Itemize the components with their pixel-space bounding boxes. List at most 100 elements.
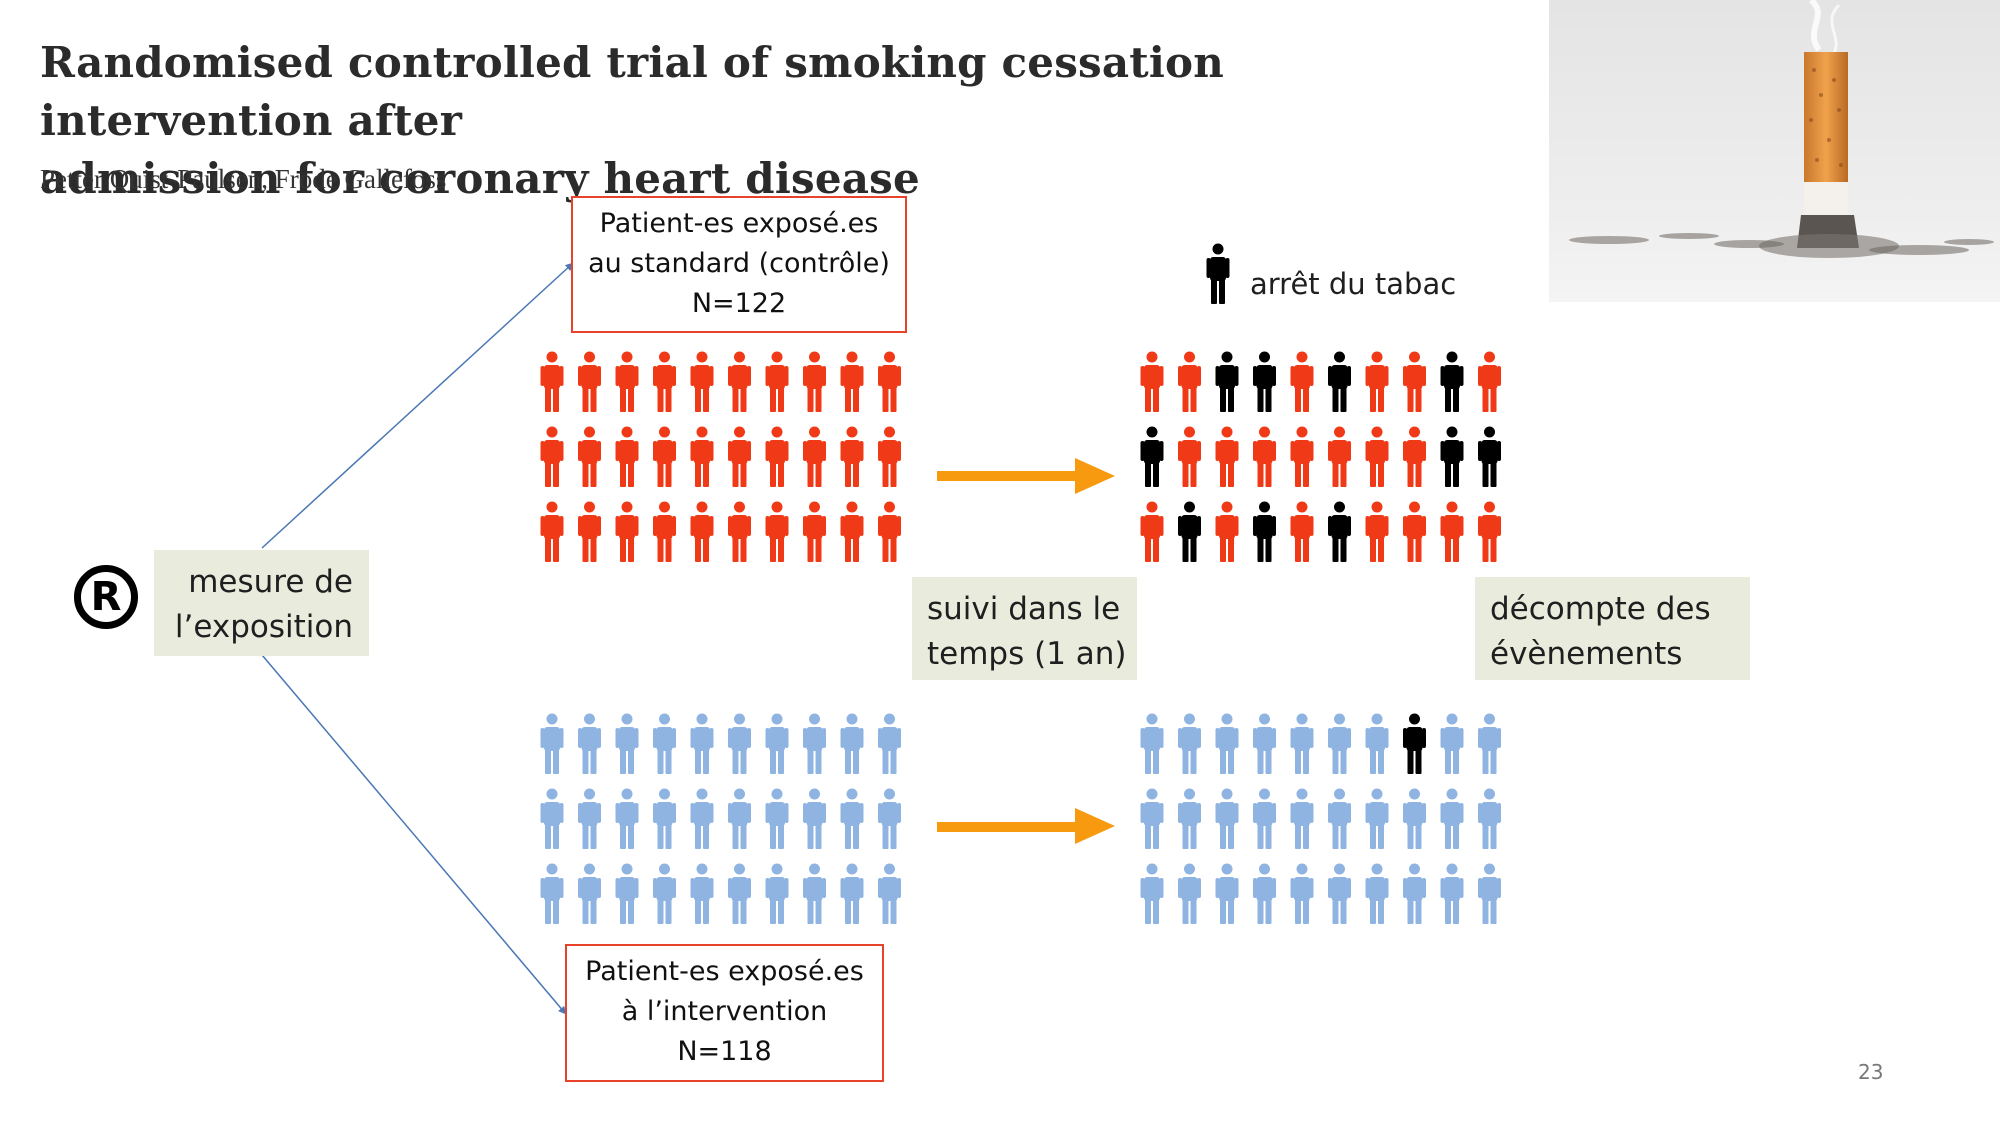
person-icon-intervention [653,863,676,924]
person-icon-control [1290,351,1314,412]
person-icon-control [690,351,714,412]
person-icon-quit [1328,501,1351,562]
grid-control-after [1140,351,1501,562]
person-icon-control [765,351,789,412]
person-icon-control [540,501,564,562]
person-icon-control [803,501,826,562]
person-icon-intervention [765,863,789,924]
person-icon-control [1365,351,1389,412]
person-icon-quit [1140,426,1164,487]
person-icon-control [1215,426,1239,487]
person-icon-intervention [690,713,714,774]
title-line-1: Randomised controlled trial of smoking c… [40,38,1225,145]
person-icon-intervention [1140,863,1164,924]
grid-intervention-after [1140,713,1501,924]
person-icon-intervention [803,863,826,924]
followup-label: suivi dans le temps (1 an) [912,577,1137,680]
person-icon-intervention [1215,863,1239,924]
person-icon-control [1403,426,1426,487]
followup-line-2: temps (1 an) [927,636,1127,672]
person-icon-intervention [540,863,564,924]
person-icon-control [1178,351,1201,412]
person-icon-intervention [878,713,901,774]
person-icon-intervention [1290,713,1314,774]
person-icon-intervention [728,788,751,849]
followup-arrow-control [937,458,1115,494]
person-icon-intervention [1478,788,1501,849]
person-icon-control [615,426,639,487]
person-icon-intervention [1178,788,1201,849]
person-icon-control [878,351,901,412]
control-box-line-3: N=122 [691,288,787,319]
person-icon-intervention [728,713,751,774]
person-icon-intervention [1365,863,1389,924]
person-icon-intervention [840,713,864,774]
registered-symbol: R [74,565,138,629]
person-icon-control [840,501,864,562]
event-count-label: décompte des évènements [1475,577,1750,680]
person-icon-control [653,426,676,487]
person-icon-control [1140,351,1164,412]
person-icon-intervention [1290,788,1314,849]
person-icon-control [1328,426,1351,487]
person-icon-control [765,426,789,487]
person-icon-control [578,351,601,412]
person-icon-intervention [803,713,826,774]
person-icon-intervention [690,863,714,924]
person-icon-intervention [1403,863,1426,924]
person-icon-control [690,501,714,562]
person-icon-intervention [1253,863,1276,924]
person-icon-quit [1403,713,1426,774]
person-icon-quit [1440,426,1464,487]
person-icon-intervention [615,863,639,924]
person-icon-quit [1178,501,1201,562]
count-line-1: décompte des [1490,591,1711,627]
person-icon-intervention [803,788,826,849]
person-icon-intervention [840,863,864,924]
person-icon-control [728,501,751,562]
person-icon-intervention [1140,713,1164,774]
person-icon-intervention [1253,788,1276,849]
person-icon-control [1440,501,1464,562]
person-icon-intervention [1328,863,1351,924]
connector-to-intervention [261,654,567,1015]
person-icon-control [840,351,864,412]
person-icon-control [1290,501,1314,562]
intervention-box-line-2: à l’intervention [621,996,828,1027]
person-icon-intervention [1290,863,1314,924]
person-icon-intervention [653,713,676,774]
person-icon-intervention [765,713,789,774]
person-icon-quit [1328,351,1351,412]
person-icon-control [615,351,639,412]
person-icon-intervention [1140,788,1164,849]
count-line-2: évènements [1490,636,1683,672]
legend-person-icon [1206,243,1230,304]
person-icon-control [540,351,564,412]
person-icon-control [1290,426,1314,487]
person-icon-intervention [1253,713,1276,774]
person-icon-control [1215,501,1239,562]
grid-intervention-before [540,713,901,924]
page-number: 23 [1858,1060,1884,1084]
person-icon-control [1478,501,1501,562]
person-icon-intervention [1215,713,1239,774]
person-icon-intervention [840,788,864,849]
person-icon-control [690,426,714,487]
person-icon-control [1253,426,1276,487]
control-box-line-2: au standard (contrôle) [588,248,890,279]
person-icon-intervention [1440,863,1464,924]
person-icon-control [1365,426,1389,487]
person-icon-control [653,501,676,562]
authors: Petter Quist-Paulsen, Frode Gallefoss [40,164,447,194]
grid-control-before [540,351,901,562]
person-icon-intervention [878,863,901,924]
person-icon-intervention [540,788,564,849]
person-icon-intervention [690,788,714,849]
person-icon-intervention [1440,788,1464,849]
person-icon-intervention [1440,713,1464,774]
person-icon-intervention [1365,713,1389,774]
control-box-line-1: Patient-es exposé.es [599,208,879,239]
person-icon-control [653,351,676,412]
person-icon-control [1140,501,1164,562]
